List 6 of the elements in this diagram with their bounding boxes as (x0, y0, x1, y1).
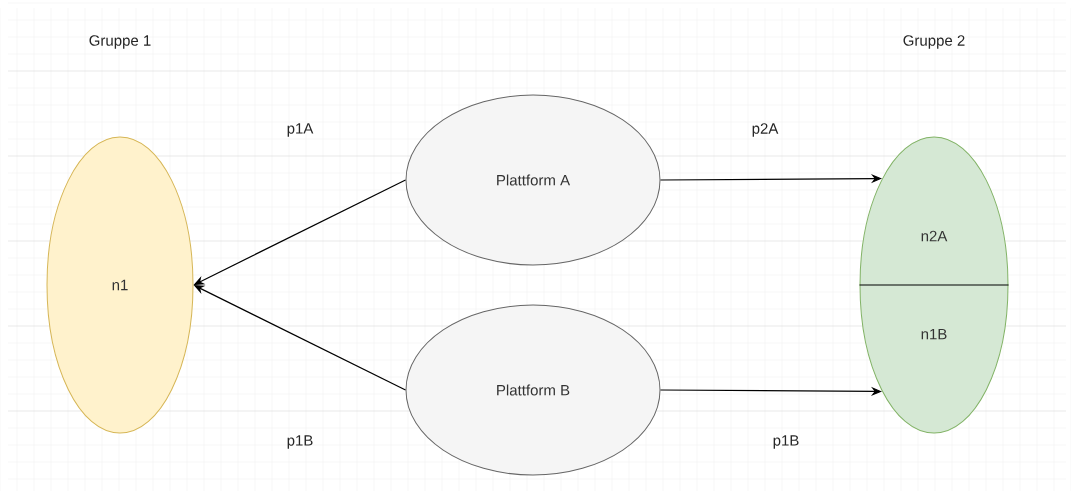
group-title: Gruppe 1 (89, 35, 151, 49)
text-label: p2A (752, 123, 779, 137)
group-title: Gruppe 2 (903, 35, 965, 49)
text-label: p1A (287, 123, 314, 137)
text-label: p1B (773, 435, 799, 449)
text-label: p1B (287, 435, 313, 449)
